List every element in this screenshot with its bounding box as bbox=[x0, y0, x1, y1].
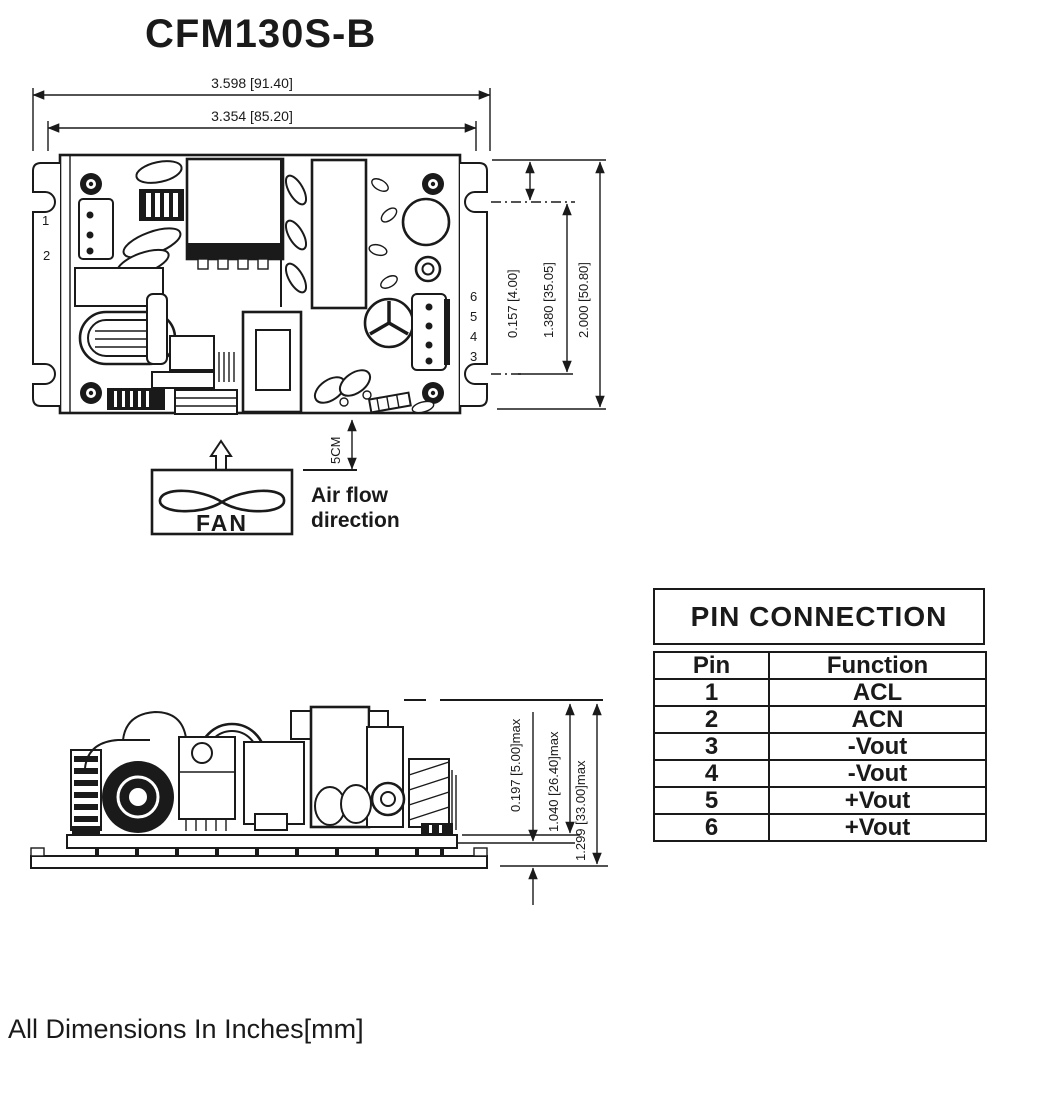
pin-cell: 2 bbox=[653, 705, 770, 734]
airflow-up-arrow-icon bbox=[209, 439, 233, 471]
pin-label-4: 4 bbox=[470, 329, 477, 344]
pin-connection-table: PIN CONNECTION Pin Function 1 ACL 2 ACN … bbox=[653, 588, 987, 842]
table-row: 2 ACN bbox=[653, 705, 987, 734]
function-cell: -Vout bbox=[768, 732, 987, 761]
pin-column-header: Pin bbox=[653, 651, 770, 680]
mounting-screws bbox=[80, 173, 444, 404]
function-cell: ACL bbox=[768, 678, 987, 707]
side-view-dimensions: 0.197 [5.00]max 1.040 [26.40]max 1.299 [… bbox=[404, 699, 608, 905]
pin-label-6: 6 bbox=[470, 289, 477, 304]
pin-cell: 6 bbox=[653, 813, 770, 842]
function-cell: +Vout bbox=[768, 813, 987, 842]
function-cell: +Vout bbox=[768, 786, 987, 815]
fan-label: FAN bbox=[196, 510, 248, 536]
side-view bbox=[30, 705, 488, 869]
function-cell: -Vout bbox=[768, 759, 987, 788]
dim-width-outer: 3.598 [91.40] bbox=[211, 75, 293, 91]
function-column-header: Function bbox=[768, 651, 987, 680]
pin-table: Pin Function 1 ACL 2 ACN 3 -Vout 4 -Vout… bbox=[653, 651, 987, 842]
table-row: 4 -Vout bbox=[653, 759, 987, 788]
notes-units-line: All Dimensions In Inches[mm] bbox=[8, 1014, 364, 1044]
top-view-components bbox=[74, 157, 451, 415]
pin-cell: 1 bbox=[653, 678, 770, 707]
dim-above-board: 1.040 [26.40]max bbox=[546, 731, 561, 832]
dim-width-inner: 3.354 [85.20] bbox=[211, 108, 293, 124]
pin-label-2: 2 bbox=[43, 248, 50, 263]
dimension-notes: All Dimensions In Inches[mm] Tolerance I… bbox=[8, 944, 591, 1097]
pin-table-header-row: Pin Function bbox=[653, 651, 987, 680]
airflow-label-line1: Air flow bbox=[311, 484, 389, 507]
dim-overall-height: 1.299 [33.00]max bbox=[573, 760, 588, 861]
pin-label-5: 5 bbox=[470, 309, 477, 324]
fan-blade-icon bbox=[158, 489, 286, 513]
dim-edge-to-slot: 0.157 [4.00] bbox=[505, 269, 520, 338]
solder-pins bbox=[95, 848, 444, 855]
pin-cell: 4 bbox=[653, 759, 770, 788]
fan-clearance-label: 5CM bbox=[328, 437, 343, 464]
table-row: 1 ACL bbox=[653, 678, 987, 707]
table-row: 3 -Vout bbox=[653, 732, 987, 761]
function-cell: ACN bbox=[768, 705, 987, 734]
pin-label-3: 3 bbox=[470, 349, 477, 364]
dim-height-overall: 2.000 [50.80] bbox=[576, 262, 591, 338]
table-row: 5 +Vout bbox=[653, 786, 987, 815]
pin-label-1: 1 bbox=[42, 213, 49, 228]
pin-cell: 5 bbox=[653, 786, 770, 815]
pin-cell: 3 bbox=[653, 732, 770, 761]
dim-below-board: 0.197 [5.00]max bbox=[508, 718, 523, 812]
pin-table-title: PIN CONNECTION bbox=[653, 588, 985, 645]
top-view-pin-numbers: 1 2 6 5 4 3 bbox=[42, 213, 477, 364]
table-row: 6 +Vout bbox=[653, 813, 987, 842]
drawing-title: CFM130S-B bbox=[145, 12, 377, 56]
dim-slot-spacing: 1.380 [35.05] bbox=[541, 262, 556, 338]
airflow-label-line2: direction bbox=[311, 509, 400, 532]
top-view-dimensions: 3.598 [91.40] 3.354 [85.20] 0.157 [4.00]… bbox=[32, 75, 606, 410]
fan-symbol: FAN 5CM Air flow direction bbox=[150, 419, 400, 536]
